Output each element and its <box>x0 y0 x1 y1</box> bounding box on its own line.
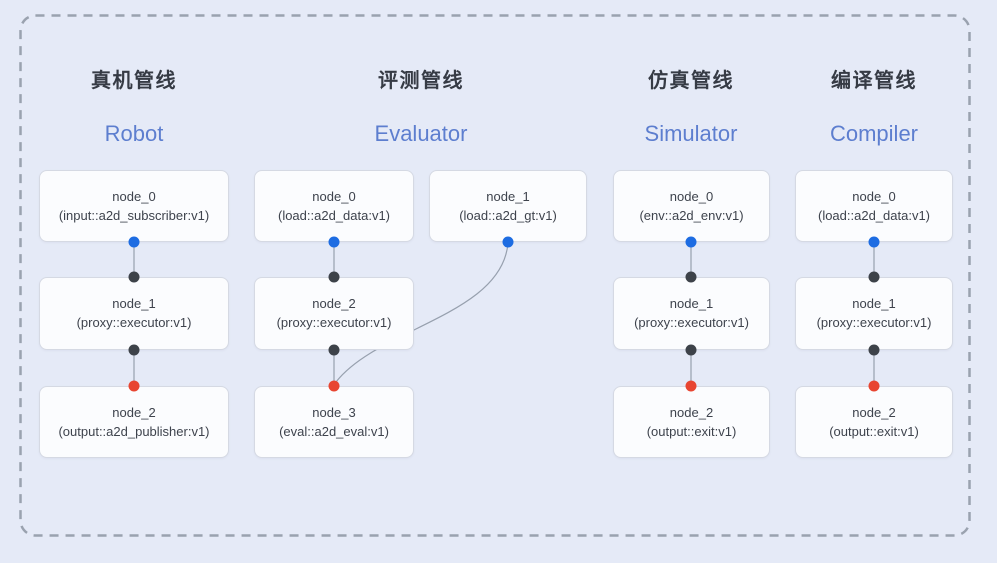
node-name: node_0 <box>669 188 714 204</box>
node-box-evaluator-node-2[interactable]: node_2 (proxy::executor:v1) <box>254 277 414 350</box>
node-type: (output::a2d_publisher:v1) <box>58 423 210 439</box>
node-type: (load::a2d_data:v1) <box>277 207 391 223</box>
node-name: node_2 <box>852 404 896 420</box>
output-port-dot <box>502 236 514 248</box>
node-name: node_1 <box>112 296 156 311</box>
node-name: node_1 <box>669 296 714 311</box>
output-port-dot <box>128 344 140 356</box>
pipeline-title-en-robot: Robot <box>104 121 164 146</box>
pipeline-title-zh-robot: 真机管线 <box>91 70 177 92</box>
node-box-evaluator-node-0[interactable]: node_0 (load::a2d_data:v1) <box>254 170 414 242</box>
pipeline-title-zh-compiler: 编译管线 <box>831 70 917 92</box>
node-type: (eval::a2d_eval:v1) <box>279 423 389 439</box>
node-box-compiler-node-1[interactable]: node_1 (proxy::executor:v1) <box>795 277 953 350</box>
node-box-evaluator-node-1[interactable]: node_1 (load::a2d_gt:v1) <box>429 170 587 242</box>
input-port-dot <box>128 271 140 283</box>
node-box-simulator-node-1[interactable]: node_1 (proxy::executor:v1) <box>613 277 770 350</box>
node-name: node_0 <box>852 188 896 204</box>
node-name: node_2 <box>312 296 356 311</box>
node-type: (load::a2d_data:v1) <box>817 207 931 223</box>
node-name: node_0 <box>112 188 156 204</box>
node-name: node_2 <box>112 404 156 420</box>
output-port-dot <box>128 236 140 248</box>
terminal-port-dot <box>128 380 140 392</box>
dashed-frame <box>19 14 971 537</box>
output-port-dot <box>868 236 880 248</box>
terminal-port-dot <box>868 380 880 392</box>
node-name: node_0 <box>312 188 356 204</box>
node-box-simulator-node-0[interactable]: node_0 (env::a2d_env:v1) <box>613 170 770 242</box>
node-type: (env::a2d_env:v1) <box>639 207 744 223</box>
node-box-robot-node-2[interactable]: node_2 (output::a2d_publisher:v1) <box>39 386 229 458</box>
node-type: (input::a2d_subscriber:v1) <box>58 207 210 223</box>
pipeline-title-en-compiler: Compiler <box>829 121 919 146</box>
curved-edge <box>335 242 509 383</box>
node-type: (output::exit:v1) <box>646 423 737 439</box>
node-box-simulator-node-2[interactable]: node_2 (output::exit:v1) <box>613 386 770 458</box>
pipeline-title-en-evaluator: Evaluator <box>374 121 468 146</box>
output-port-dot <box>328 344 340 356</box>
node-type: (load::a2d_gt:v1) <box>459 207 557 223</box>
node-type: (proxy::executor:v1) <box>76 315 192 330</box>
node-name: node_2 <box>669 404 714 420</box>
pipeline-title-zh-simulator: 仿真管线 <box>648 70 734 92</box>
node-box-robot-node-0[interactable]: node_0 (input::a2d_subscriber:v1) <box>39 170 229 242</box>
node-type: (proxy::executor:v1) <box>816 315 932 330</box>
output-port-dot <box>685 344 697 356</box>
node-box-compiler-node-0[interactable]: node_0 (load::a2d_data:v1) <box>795 170 953 242</box>
output-port-dot <box>685 236 697 248</box>
terminal-port-dot <box>685 380 697 392</box>
input-port-dot <box>868 271 880 283</box>
terminal-port-dot <box>328 380 340 392</box>
node-type: (output::exit:v1) <box>829 423 919 439</box>
node-name: node_1 <box>486 188 530 204</box>
node-type: (proxy::executor:v1) <box>276 315 392 330</box>
pipeline-title-zh-evaluator: 评测管线 <box>378 70 464 92</box>
input-port-dot <box>328 271 340 283</box>
pipeline-title-en-simulator: Simulator <box>644 121 738 146</box>
node-name: node_3 <box>312 404 356 420</box>
output-port-dot <box>328 236 340 248</box>
node-box-compiler-node-2[interactable]: node_2 (output::exit:v1) <box>795 386 953 458</box>
input-port-dot <box>685 271 697 283</box>
node-type: (proxy::executor:v1) <box>634 315 749 330</box>
node-box-robot-node-1[interactable]: node_1 (proxy::executor:v1) <box>39 277 229 350</box>
node-name: node_1 <box>852 296 896 311</box>
output-port-dot <box>868 344 880 356</box>
node-box-evaluator-node-3[interactable]: node_3 (eval::a2d_eval:v1) <box>254 386 414 458</box>
